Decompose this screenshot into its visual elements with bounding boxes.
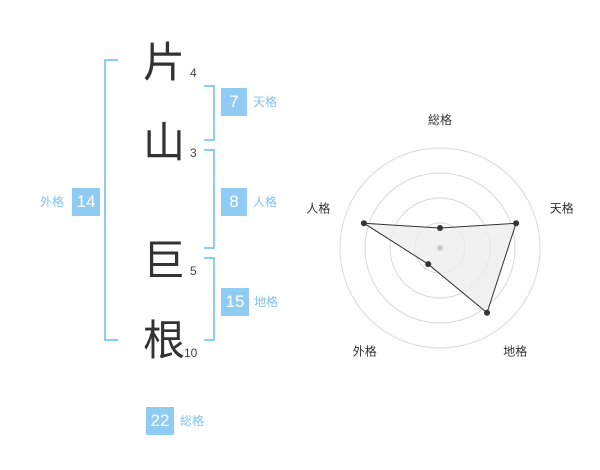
stroke-count-4: 10 bbox=[184, 346, 198, 360]
radar-axis-label-5: 人格 bbox=[306, 200, 330, 215]
bracket-tenkaku bbox=[204, 85, 215, 141]
jinkaku-badge: 8 bbox=[221, 188, 247, 216]
stroke-count-2: 3 bbox=[190, 146, 197, 160]
soukaku-badge: 22 bbox=[146, 407, 174, 435]
radar-series-polygon bbox=[363, 222, 517, 314]
name-char-1: 片 bbox=[143, 38, 186, 87]
chikaku-badge: 15 bbox=[221, 288, 249, 316]
radar-center bbox=[437, 245, 443, 251]
radar-axis-label-3: 地格 bbox=[503, 344, 527, 359]
radar-axis-label-4: 外格 bbox=[353, 344, 377, 359]
radar-point-4 bbox=[425, 261, 432, 268]
soukaku-label: 総格 bbox=[180, 414, 205, 428]
radar-point-3 bbox=[484, 309, 491, 316]
tenkaku-badge: 7 bbox=[221, 88, 247, 116]
jinkaku-label: 人格 bbox=[253, 195, 278, 209]
radar-point-2 bbox=[513, 220, 520, 227]
gaikaku-badge: 14 bbox=[72, 188, 100, 216]
radar-ring bbox=[339, 147, 541, 349]
radar-point-1 bbox=[437, 225, 443, 231]
name-char-2: 山 bbox=[143, 118, 186, 167]
stroke-count-3: 5 bbox=[190, 264, 197, 278]
stroke-count-1: 4 bbox=[190, 66, 197, 80]
radar-axis-label-2: 天格 bbox=[550, 200, 574, 215]
radar-point-5 bbox=[360, 220, 367, 227]
bracket-chikaku bbox=[204, 257, 215, 341]
bracket-gaikaku bbox=[104, 59, 118, 341]
radar-ring bbox=[364, 172, 516, 324]
chikaku-label: 地格 bbox=[254, 295, 279, 309]
bracket-jinkaku bbox=[204, 149, 215, 249]
gaikaku-label: 外格 bbox=[40, 195, 65, 209]
tenkaku-label: 天格 bbox=[253, 95, 278, 109]
radar-axis-label-1: 総格 bbox=[428, 112, 452, 127]
name-char-4: 根 bbox=[143, 316, 186, 365]
name-char-3: 巨 bbox=[143, 236, 186, 285]
